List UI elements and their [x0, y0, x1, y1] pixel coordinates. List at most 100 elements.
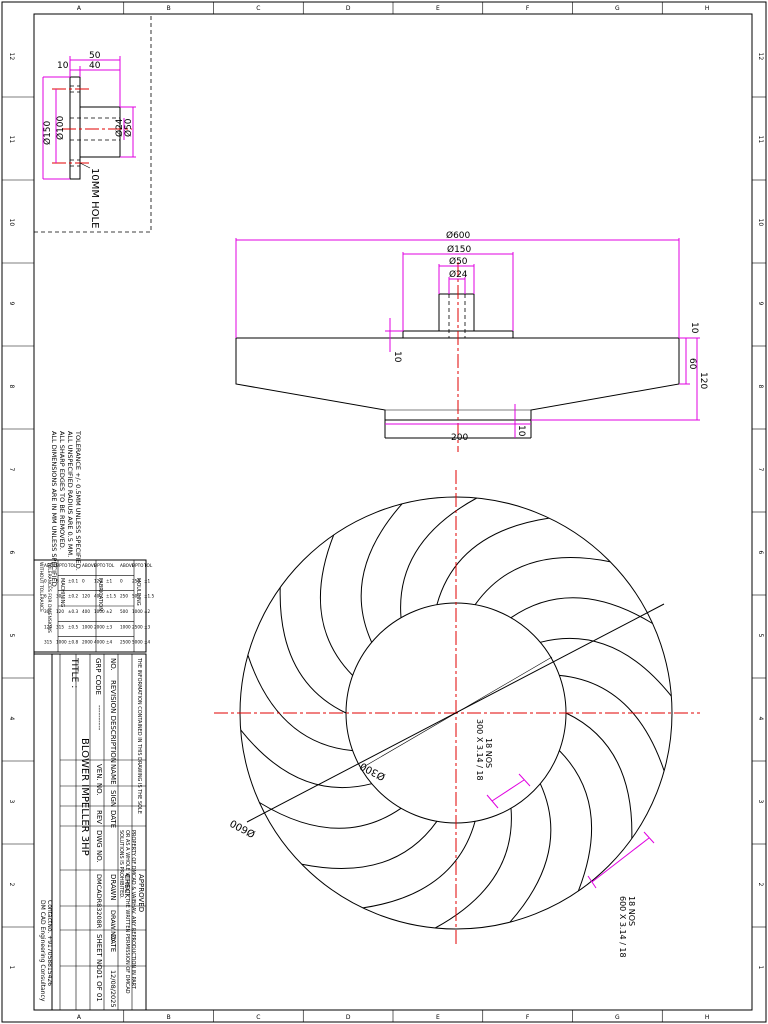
- front-dim-rim-10: 10: [689, 322, 699, 334]
- border-col-label: B: [167, 5, 171, 12]
- impeller-blade: [400, 497, 478, 618]
- detail-frame: [34, 14, 152, 233]
- tol-cell: 250: [132, 578, 140, 583]
- tol-cell: TOL: [143, 563, 153, 568]
- border-row-label: 12: [8, 53, 15, 61]
- plan-outer-blade-note-2: 18 NOS: [627, 896, 636, 926]
- general-notes: ALL DIMENSIONS ARE IN MM UNLESS SPECIFIE…: [50, 430, 82, 589]
- detail-dim-50: 50: [89, 51, 101, 61]
- drawn-label: DRAWN: [109, 874, 117, 901]
- border-col-label: A: [77, 1014, 82, 1021]
- border-col-label: A: [77, 5, 82, 12]
- sheet-value: 01 OF 01: [95, 970, 103, 1002]
- tol-cell: 0: [44, 578, 47, 583]
- front-dim-dia24: Ø24: [449, 269, 468, 280]
- tol-cell: 0: [120, 578, 123, 583]
- company-contact: ContactNo. +917058815426: [46, 900, 53, 986]
- impeller-blade: [362, 821, 476, 909]
- tol-cell: 2000: [82, 640, 93, 645]
- border-col-label: C: [256, 1014, 260, 1021]
- tol-cell: UPTO: [56, 563, 68, 568]
- tol-cell: 6: [44, 594, 47, 599]
- tol-cell: 120: [82, 594, 90, 599]
- tol-cell: 400: [94, 594, 102, 599]
- detail-hub: [79, 106, 121, 158]
- note-1: ALL DIMENSIONS ARE IN MM UNLESS SPECIFIE…: [50, 431, 58, 589]
- rev-header-no: NO.: [109, 658, 117, 671]
- tol-footer-1: TOLERANCES FOR DIMENSIONS: [46, 561, 52, 633]
- border-col-label: E: [436, 1014, 440, 1021]
- tol-cell: 30: [56, 594, 62, 599]
- tol-cell: ±2: [106, 609, 113, 614]
- plan-blades: [240, 497, 672, 929]
- impeller-blade: [540, 637, 672, 697]
- tol-cell: ±1: [106, 578, 113, 583]
- detail-dim-dia100: Ø100: [55, 115, 66, 140]
- border-col-label: D: [346, 1014, 351, 1021]
- impeller-blade: [559, 674, 665, 771]
- check-label: CHECK: [123, 874, 131, 898]
- border-col-label: E: [436, 5, 440, 12]
- tol-cell: ±3: [144, 624, 151, 629]
- title-block: TITLE : BLOWER IMPELLER 3HP GRP CODE ---…: [33, 653, 147, 1011]
- border-row-label: 4: [757, 717, 764, 721]
- tol-cell: ±0.1: [68, 578, 79, 583]
- tol-cell: ±2: [144, 609, 151, 614]
- impeller-blade: [247, 655, 353, 752]
- confidential-4: SOLUTIONS IS PROHIBITED.: [118, 830, 124, 899]
- front-dim-dia600: Ø600: [446, 230, 471, 241]
- tol-cell: ±4: [144, 640, 151, 645]
- tol-cell: ±0.2: [68, 594, 79, 599]
- plan-inner-blade-note-1: 300 X 3.14 / 18: [475, 719, 484, 781]
- border-row-label: 2: [8, 883, 15, 887]
- impeller-blade: [319, 534, 353, 676]
- border-row-label: 10: [8, 219, 15, 227]
- dwg-no-value: DMCADR83208R: [95, 874, 103, 929]
- date-value: 12/08/2025: [109, 970, 117, 1007]
- border-row-label: 5: [8, 634, 15, 638]
- border-row-label: 6: [8, 551, 15, 555]
- impeller-blade: [509, 783, 552, 923]
- date-label: DATE: [109, 934, 117, 952]
- border-row-label: 4: [8, 717, 15, 721]
- border-col-label: H: [705, 5, 710, 12]
- approved-label: APPROVED: [137, 874, 145, 912]
- border-col-label: F: [526, 5, 530, 12]
- border-col-label: D: [346, 5, 351, 12]
- detail-dim-dia24: Ø24: [114, 118, 125, 137]
- border-col-label: C: [256, 5, 260, 12]
- border-col-label: B: [167, 1014, 171, 1021]
- impeller-blade: [279, 587, 347, 714]
- impeller-blade: [436, 517, 550, 605]
- tol-cell: 120: [56, 609, 64, 614]
- tol-header-moulding: MOULDING: [135, 578, 141, 606]
- tolerance-table: MOULDING FABRICATION MACHINING ABOVEUPTO…: [33, 559, 155, 653]
- tol-cell: TOL: [67, 563, 77, 568]
- hub-detail-view: 50 10 40 Ø100 Ø150 Ø24 Ø50 10MM HOLE: [34, 14, 152, 233]
- plan-inner-blade-note-2: 18 NOS: [484, 738, 493, 768]
- rev-header-name: NAME: [109, 764, 117, 785]
- front-dim-200: 200: [451, 433, 468, 443]
- border-row-label: 5: [757, 634, 764, 638]
- confidential-2: PROPERTY OF DMCAD & VAIBHAV. ANY REPRODU…: [130, 830, 136, 990]
- tol-cell: 120: [44, 624, 52, 629]
- tol-cell: ABOVE: [120, 563, 135, 568]
- drawing-title: BLOWER IMPELLER 3HP: [79, 738, 90, 856]
- detail-dim-10: 10: [57, 61, 69, 71]
- tol-cell: UPTO: [94, 563, 106, 568]
- border-row-label: 7: [8, 468, 15, 472]
- impeller-blade: [474, 556, 611, 605]
- plan-dim-dia600: Ø600: [228, 817, 257, 840]
- tol-cell: ±4: [106, 640, 113, 645]
- border-row-label: 9: [757, 302, 764, 306]
- tol-cell: ABOVE: [82, 563, 97, 568]
- company-name: DM CAD Engineering Consultancy: [39, 900, 46, 1002]
- tol-cell: 30: [44, 609, 50, 614]
- border-row-label: 3: [757, 800, 764, 804]
- tol-cell: 4000: [94, 640, 105, 645]
- detail-dim-dia50: Ø50: [123, 118, 134, 137]
- tol-cell: 5000: [132, 640, 143, 645]
- tol-cell: ABOVE: [44, 563, 59, 568]
- tol-cell: 400: [82, 609, 90, 614]
